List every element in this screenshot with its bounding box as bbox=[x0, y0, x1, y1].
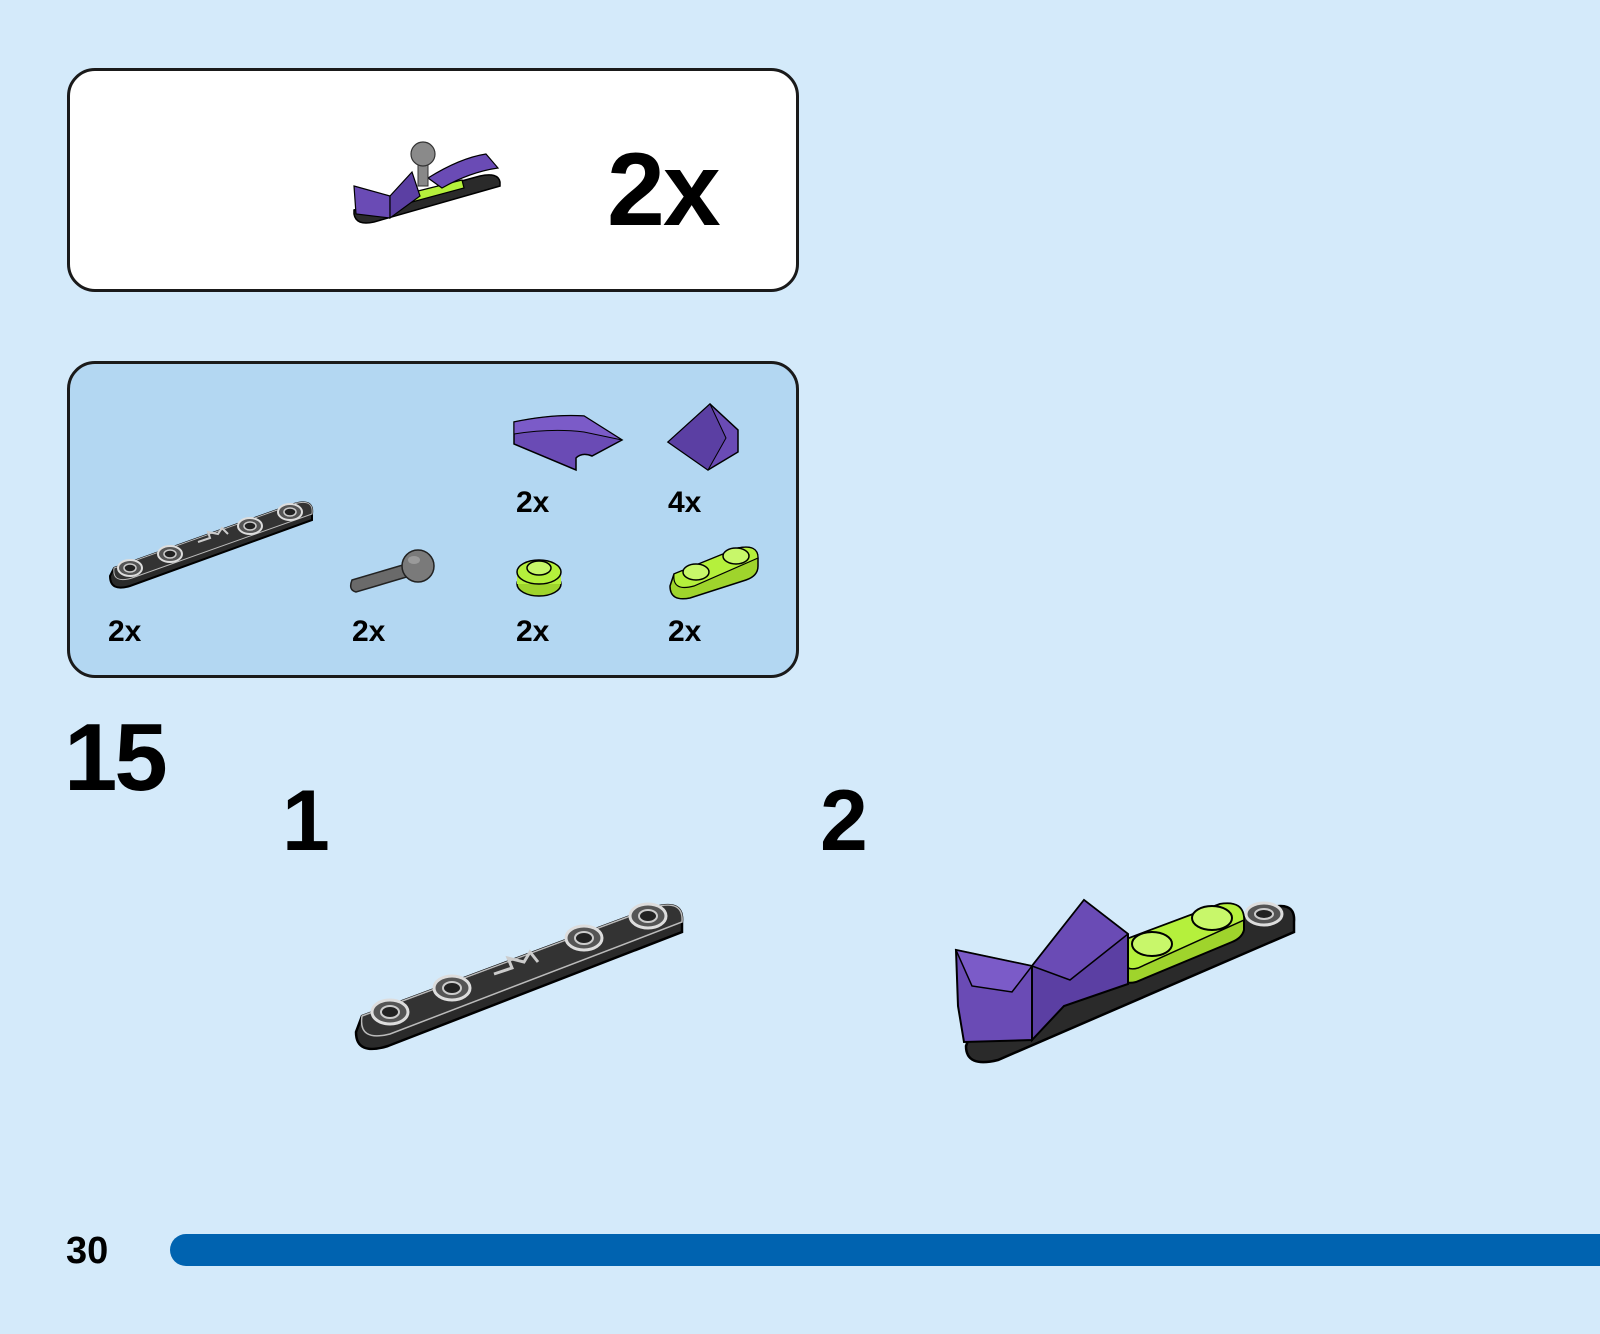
step-number: 15 bbox=[64, 710, 165, 806]
page-number: 30 bbox=[66, 1232, 108, 1270]
purple-curved-slope-icon bbox=[512, 414, 628, 474]
part-qty: 2x bbox=[352, 617, 385, 647]
assembled-submodel-icon bbox=[952, 890, 1302, 1070]
part-qty: 2x bbox=[668, 617, 701, 647]
part-qty: 2x bbox=[516, 488, 549, 518]
ball-joint-bar-icon bbox=[350, 548, 440, 598]
substep-number: 1 bbox=[282, 778, 330, 864]
submodel-multiplier: 2x bbox=[607, 138, 719, 242]
black-plate-icon bbox=[352, 896, 692, 1066]
part-qty: 4x bbox=[668, 488, 701, 518]
substep-number: 2 bbox=[820, 778, 868, 864]
lime-round-plate-icon bbox=[514, 554, 564, 600]
submodel-assembly-icon bbox=[350, 138, 510, 233]
lime-plate-1x2-icon bbox=[666, 536, 762, 602]
purple-slope-wedge-icon bbox=[666, 402, 742, 472]
black-plate-icon bbox=[106, 488, 316, 598]
part-qty: 2x bbox=[108, 617, 141, 647]
page-footer-bar bbox=[170, 1234, 1600, 1266]
part-qty: 2x bbox=[516, 617, 549, 647]
